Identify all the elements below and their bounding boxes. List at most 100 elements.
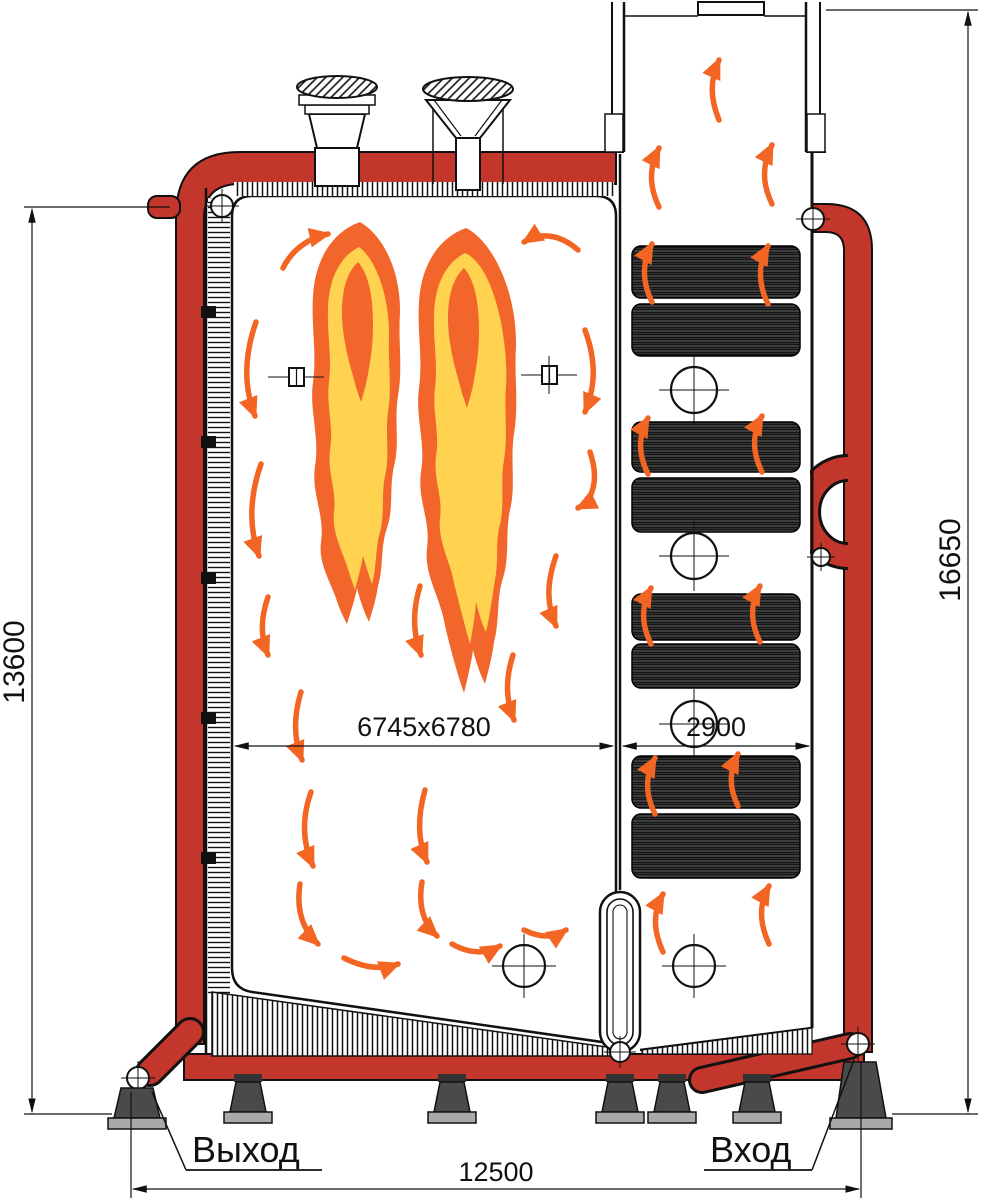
support-foot <box>647 1074 697 1124</box>
burner-left-body <box>314 147 360 187</box>
flow-arrow <box>341 955 402 980</box>
flow-arrow <box>575 449 600 511</box>
tube-bank <box>631 303 801 357</box>
flow-arrow <box>582 327 602 416</box>
centerline-marker <box>492 934 556 998</box>
flow-arrow <box>751 883 772 947</box>
outlet-leader <box>151 1091 187 1171</box>
flow-arrow <box>630 415 651 477</box>
flange-marker <box>807 543 835 571</box>
tube-bank <box>631 755 801 809</box>
flow-arrow <box>416 879 440 939</box>
dimension-furnace-width: 6745x6780 <box>233 712 615 750</box>
flange-marker <box>796 202 830 236</box>
flow-arrow <box>754 142 775 207</box>
flow-arrow <box>296 789 316 870</box>
top-finned-band <box>234 182 614 196</box>
wall-clips <box>201 306 216 864</box>
chimney <box>604 1 826 153</box>
right-riser-pipe <box>811 203 873 1053</box>
flame-left-inner <box>327 247 390 590</box>
sight-port <box>521 356 577 394</box>
hopper-flange-marker <box>604 1036 636 1068</box>
sight-ports <box>268 356 577 394</box>
dim-convective-text: 2900 <box>686 712 746 742</box>
centerline-marker <box>659 689 729 759</box>
flame-left <box>312 222 401 624</box>
tube-bank <box>631 813 801 879</box>
callout-inlet: Вход <box>704 1059 855 1171</box>
dim-right-text: 16650 <box>934 518 967 601</box>
burner-right <box>422 76 514 191</box>
flow-arrow <box>750 243 771 307</box>
flow-arrow <box>243 461 264 560</box>
flow-arrow <box>641 145 662 210</box>
dim-furnace-text: 6745x6780 <box>357 712 491 742</box>
burner-left-cone <box>307 113 367 149</box>
flow-arrow <box>742 583 763 645</box>
flow-arrow <box>645 891 666 955</box>
callout-outlet: Выход <box>151 1091 322 1171</box>
flow-arrow <box>744 413 765 475</box>
inlet-pipe-diagonal <box>691 1035 861 1091</box>
flow-arrow <box>637 755 658 817</box>
flow-arrow <box>497 652 517 724</box>
inlet-leader <box>811 1059 855 1171</box>
sight-port <box>268 367 324 387</box>
flow-arrow <box>720 751 741 809</box>
burner-left-plate2 <box>304 104 370 115</box>
flow-arrow <box>296 881 321 947</box>
flow-arrows <box>238 56 775 980</box>
outlet-label: Выход <box>192 1129 300 1170</box>
dimension-left-height: 13600 <box>0 206 170 1115</box>
burner-left <box>296 75 378 187</box>
centerline-marker <box>659 521 729 591</box>
flame-right-core <box>448 268 479 408</box>
chimney-top-cap <box>697 1 765 16</box>
outlet-pipe-elbow <box>138 1020 202 1084</box>
tube-bank <box>631 593 801 641</box>
wall-clip <box>201 572 216 584</box>
flow-arrow <box>405 583 424 659</box>
tube-bank <box>631 477 801 533</box>
ash-hopper <box>598 890 642 1054</box>
support-foot <box>595 1074 645 1124</box>
flow-arrow <box>449 941 503 964</box>
burner-left-disc <box>296 75 378 99</box>
support-foot <box>732 1074 782 1124</box>
flame-right <box>418 228 517 693</box>
dimension-right-height: 16650 <box>826 9 978 1115</box>
flange-markers <box>121 189 875 1095</box>
burner-right-funnel-inner <box>433 99 503 137</box>
flow-arrow <box>702 56 722 123</box>
centerline-marker <box>659 355 729 425</box>
tube-bank <box>631 245 801 299</box>
support-foot-large <box>107 1087 167 1130</box>
support-foot <box>223 1074 273 1124</box>
wall-clip <box>201 712 216 724</box>
flow-arrow <box>410 787 430 866</box>
burner-right-disc <box>422 76 514 102</box>
dim-left-text: 13600 <box>0 620 31 703</box>
dimension-convective-width: 2900 <box>621 712 811 750</box>
inlet-label: Вход <box>710 1129 791 1170</box>
shaft-grate-band <box>641 1027 813 1055</box>
flame-left-core <box>342 262 373 402</box>
centerline-marker <box>662 934 726 998</box>
chimney-flange-left <box>604 113 624 153</box>
centerline-markers <box>492 355 729 998</box>
flow-arrow <box>633 585 654 647</box>
hopper-outer <box>598 890 642 1054</box>
tube-bank <box>631 643 801 689</box>
flow-arrow <box>251 594 271 659</box>
wall-clip <box>201 436 216 448</box>
flow-arrow <box>634 241 655 305</box>
support-foot <box>427 1074 477 1124</box>
flange-marker <box>205 189 239 223</box>
flow-arrow <box>280 227 332 271</box>
wall-clip <box>201 306 216 318</box>
inlet-flange-marker <box>841 1027 875 1061</box>
burner-right-stem <box>455 137 481 191</box>
